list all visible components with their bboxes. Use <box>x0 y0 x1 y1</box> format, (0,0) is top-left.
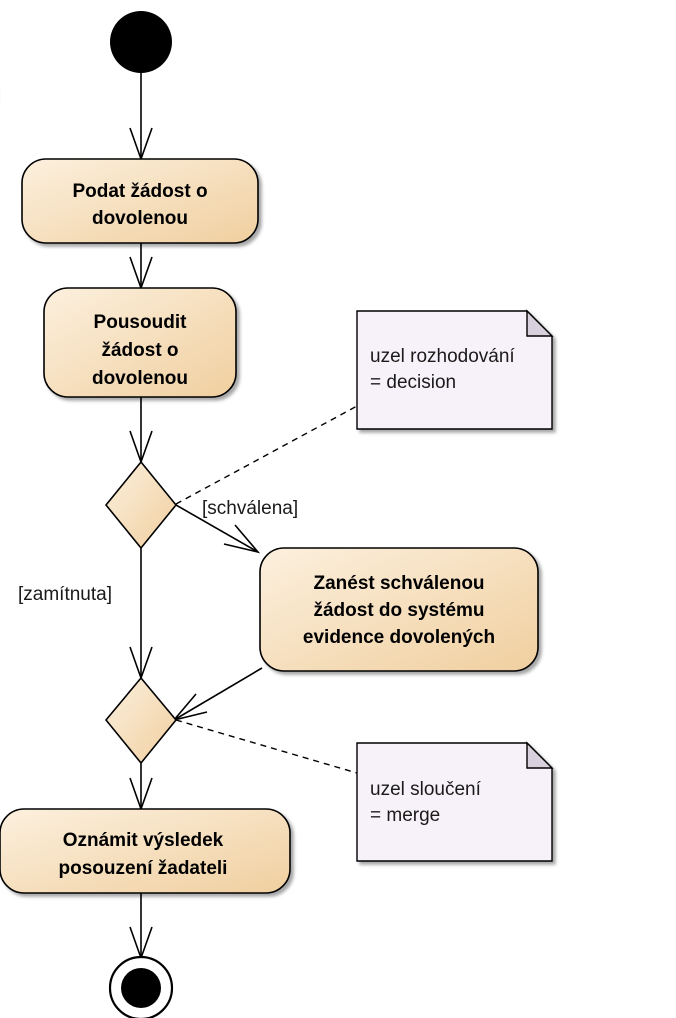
activity-box <box>259 547 539 672</box>
note-folded-corner <box>526 741 554 769</box>
activity-label-line: žádost do systému <box>313 600 484 621</box>
final-node <box>108 955 174 1018</box>
note-decision: uzel rozhodování = decision <box>356 309 554 430</box>
activity-box <box>43 287 237 398</box>
activity-box <box>0 808 291 894</box>
note-merge: uzel sloučení = merge <box>356 741 554 862</box>
guard-approved: [schválena] <box>202 498 298 519</box>
activity-label-line: Zanést schválenou <box>313 573 484 594</box>
merge-node <box>104 676 178 765</box>
note-line: = decision <box>370 372 456 393</box>
activity-notify-applicant: Oznámit výsledek posouzení žadateli <box>0 808 291 894</box>
activity-record-request: Zanést schválenou žádost do systému evid… <box>259 547 539 672</box>
activity-label-line: evidence dovolených <box>303 627 495 648</box>
arrowhead <box>223 524 261 554</box>
note-body <box>356 310 553 430</box>
note-body <box>356 742 553 862</box>
decision-node <box>104 460 178 550</box>
guard-rejected: [zamítnuta] <box>18 584 112 605</box>
note-folded-corner <box>526 309 554 337</box>
activity-label-line: posouzení žadateli <box>59 858 228 879</box>
activity-label-line: Pousoudit <box>94 312 188 333</box>
flow-record-to-merge <box>173 667 263 721</box>
note-line: = merge <box>370 805 440 826</box>
note-line: uzel rozhodování <box>370 346 515 367</box>
activity-label-line: žádost o <box>101 340 178 361</box>
note-anchor-decision <box>175 405 358 505</box>
note-line: uzel sloučení <box>370 779 482 800</box>
activity-label-line: dovolenou <box>92 208 188 229</box>
activity-submit-request: Podat žádost o dovolenou <box>21 158 259 244</box>
note-anchor-merge <box>175 719 358 774</box>
final-node-core <box>121 968 161 1008</box>
initial-node <box>110 11 172 73</box>
activity-label-line: dovolenou <box>92 368 188 389</box>
flow-decision-to-record <box>175 504 259 553</box>
activity-label-line: Oznámit výsledek <box>63 830 224 851</box>
clipped-text-fragment: i <box>0 78 2 108</box>
activity-assess-request: Pousoudit žádost o dovolenou <box>43 287 237 398</box>
note-anchors <box>175 405 358 774</box>
arrowhead <box>171 693 208 722</box>
activity-box <box>21 158 259 244</box>
activity-label-line: Podat žádost o <box>72 181 207 202</box>
